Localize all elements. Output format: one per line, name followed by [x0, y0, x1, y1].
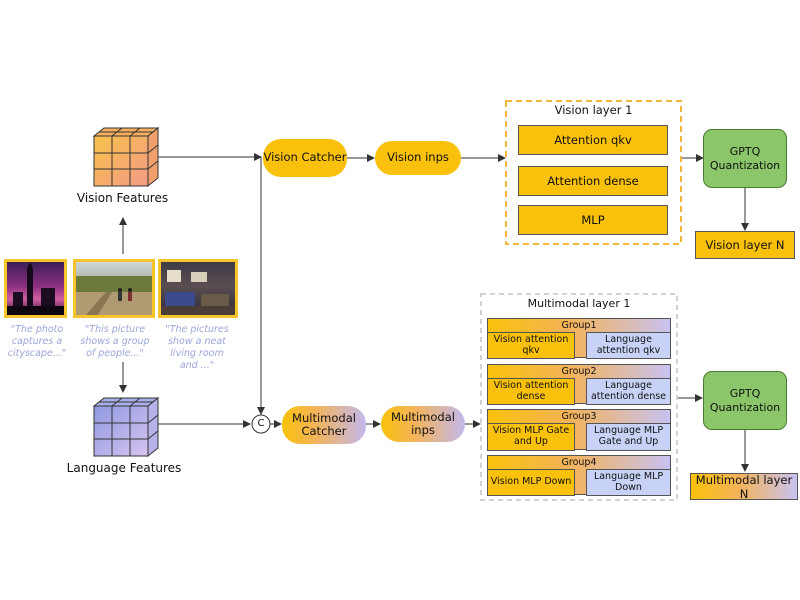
vision-layer-title: Vision layer 1 [554, 103, 633, 117]
group-cell-language: Language MLP Down [586, 469, 671, 496]
caption-1: "The photo captures a cityscape..." [7, 324, 67, 359]
group-cell-language: Language attention dense [586, 378, 671, 405]
group-cell-vision: Vision attention dense [487, 378, 575, 405]
living-room-photo [158, 259, 238, 318]
multimodal-layer-title: Multimodal layer 1 [527, 297, 631, 310]
vision-features-cube-icon [92, 126, 160, 188]
people-photo [73, 259, 155, 318]
caption-2: "This picture shows a group of people...… [80, 324, 150, 359]
multimodal-catcher: Multimodal Catcher [282, 406, 366, 444]
group-4: Group4 Vision MLP Down Language MLP Down [487, 455, 671, 496]
group-2: Group2 Vision attention dense Language a… [487, 364, 671, 405]
attention-qkv-block: Attention qkv [518, 125, 668, 155]
group-title: Group1 [561, 320, 597, 331]
vision-catcher: Vision Catcher [263, 139, 347, 177]
vision-layer-n: Vision layer N [695, 231, 795, 259]
multimodal-layer-n: Multimodal layer N [690, 473, 798, 501]
group-cell-language: Language attention qkv [586, 332, 671, 359]
group-cell-vision: Vision MLP Gate and Up [487, 423, 575, 451]
group-cell-language: Language MLP Gate and Up [586, 423, 671, 451]
vision-inps: Vision inps [375, 141, 461, 175]
caption-3: "The pictures show a neat living room an… [165, 324, 229, 371]
group-cell-vision: Vision attention qkv [487, 332, 575, 359]
group-title: Group2 [561, 366, 597, 377]
group-cell-vision: Vision MLP Down [487, 469, 575, 496]
multimodal-inps: Multimodal inps [381, 406, 465, 442]
group-3: Group3 Vision MLP Gate and Up Language M… [487, 409, 671, 451]
gptq-quantization-top: GPTQ Quantization [703, 129, 787, 188]
language-features-label: Language Features [66, 461, 182, 475]
group-title: Group4 [561, 457, 597, 468]
gptq-quantization-bottom: GPTQ Quantization [703, 371, 787, 430]
attention-dense-block: Attention dense [518, 166, 668, 196]
vision-features-label: Vision Features [76, 191, 169, 205]
group-1: Group1 Vision attention qkv Language att… [487, 318, 671, 359]
group-title: Group3 [561, 411, 597, 422]
mlp-block: MLP [518, 205, 668, 235]
cityscape-photo [4, 259, 67, 318]
concat-symbol: C [257, 418, 265, 429]
language-features-cube-icon [92, 396, 160, 458]
